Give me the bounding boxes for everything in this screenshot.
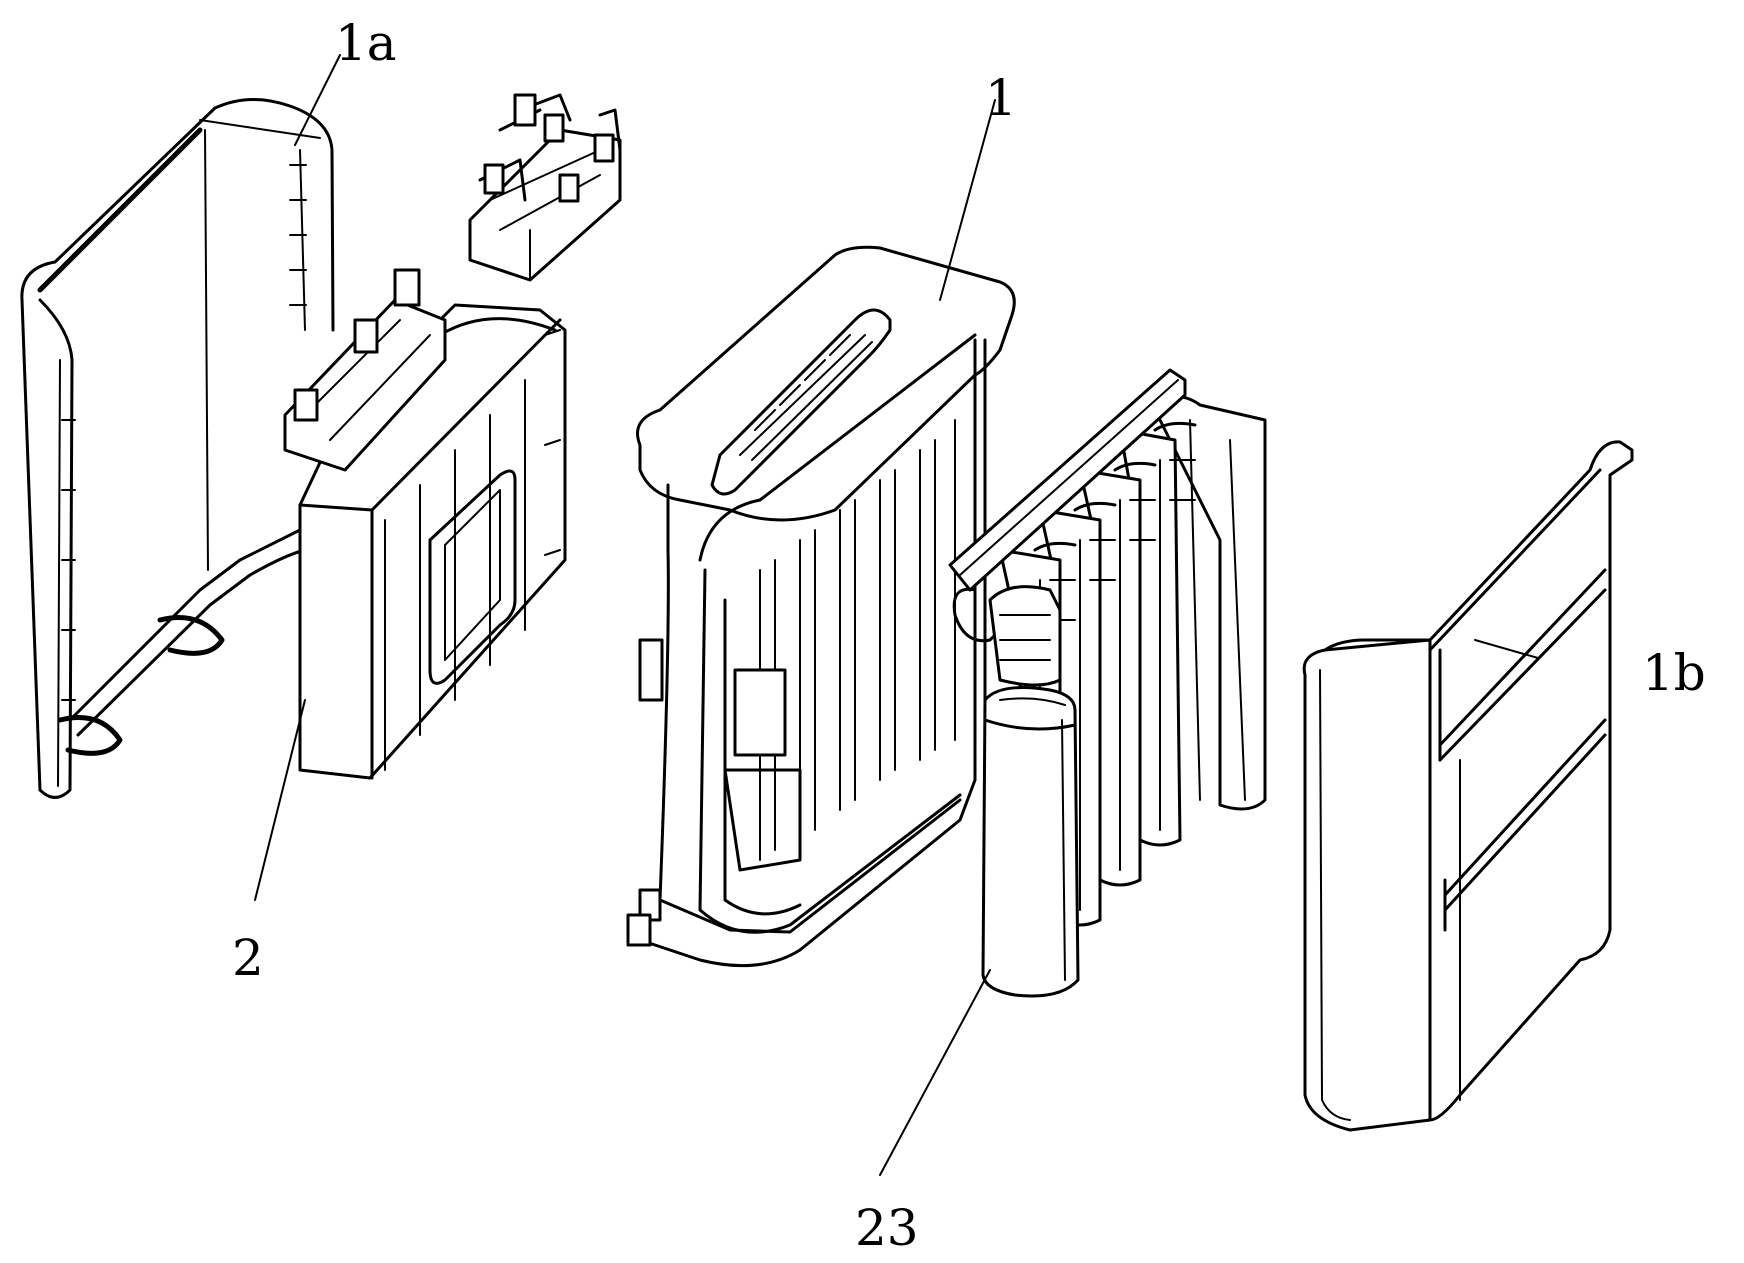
front-cover-panel xyxy=(20,97,335,799)
label-1: 1 xyxy=(985,69,1017,127)
leader-2 xyxy=(254,699,306,901)
pump-board-assembly xyxy=(283,268,567,780)
label-2: 2 xyxy=(232,929,264,987)
leader-1a xyxy=(294,54,341,146)
label-1b: 1b xyxy=(1642,644,1706,702)
leader-23 xyxy=(879,969,991,1176)
leader-1 xyxy=(939,99,996,301)
main-housing xyxy=(626,245,1016,968)
back-cover-panel xyxy=(1302,440,1634,1132)
cover-clips xyxy=(61,164,307,701)
label-1a: 1a xyxy=(335,14,397,72)
leader-lines xyxy=(254,54,1539,1176)
label-23: 23 xyxy=(855,1199,919,1257)
valve-assembly xyxy=(468,93,622,282)
filter-cartridges xyxy=(948,368,1267,998)
cover-hooks xyxy=(57,615,225,756)
leader-1b xyxy=(1474,639,1539,659)
